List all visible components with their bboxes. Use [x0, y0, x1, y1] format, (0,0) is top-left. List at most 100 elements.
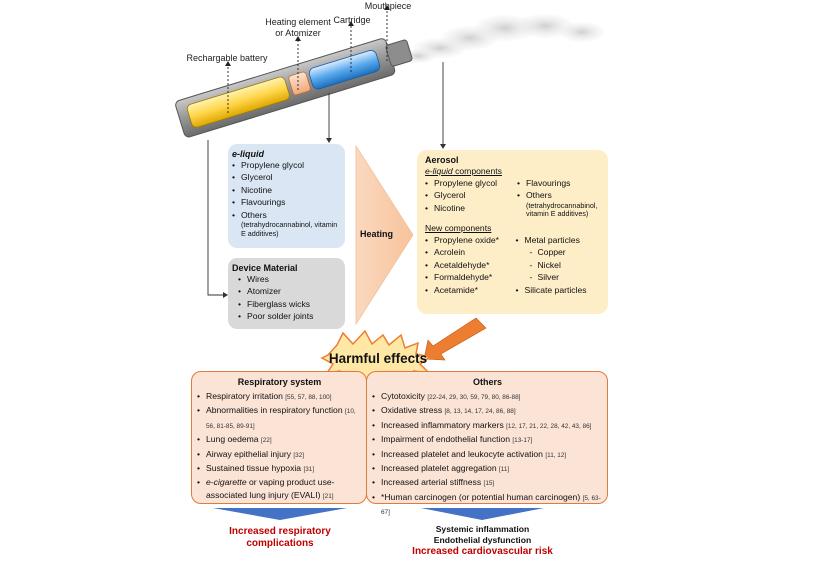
item-text: Increased arterial stiffness [381, 477, 484, 488]
list-item: Metal particles [515, 234, 602, 247]
respiratory-outcome-line1: Increased respiratory [229, 526, 331, 537]
mouthpiece-label: Mouthpiece [364, 1, 412, 11]
item-text: Cytotoxicity [381, 391, 428, 401]
list-item: e-cigarette or vaping product use-associ… [197, 476, 362, 503]
item-ref: [22] [260, 437, 272, 445]
eliquid-others-note: (tetrahydrocannabinol, vitamin E additiv… [241, 220, 338, 238]
list-item: Atomizer [238, 285, 345, 298]
list-item: Increased platelet aggregation [11] [372, 462, 603, 476]
aerosol-components-right: Flavourings Others [517, 177, 602, 202]
list-item: Acetamide* [425, 284, 515, 297]
device-body [175, 38, 413, 138]
list-item: Respiratory irritation [55, 57, 88, 100] [197, 390, 362, 404]
aerosol-metals: Metal particles Copper Nickel Silver Sil… [515, 234, 602, 296]
item-text: Lung oedema [206, 434, 261, 445]
item-ref: [13-17] [512, 437, 533, 445]
respiratory-down-arrow [213, 508, 347, 520]
respiratory-box: Respiratory system Respiratory irritatio… [191, 371, 367, 504]
list-item: Acrolein [425, 246, 515, 259]
list-item: Lung oedema [22] [197, 433, 362, 447]
cartridge-label: Cartridge [333, 15, 371, 25]
list-item: Cytotoxicity [22-24, 29, 30, 59, 79, 80,… [372, 390, 603, 404]
others-box: Others Cytotoxicity [22-24, 29, 30, 59, … [366, 371, 608, 516]
list-item: Propylene glycol [425, 177, 517, 190]
eliquid-title: e-liquid [232, 149, 264, 159]
list-item: Fiberglass wicks [238, 298, 345, 311]
systemic-inflammation-text: Systemic inflammation [435, 524, 530, 534]
list-item: Others [517, 189, 602, 202]
item-ref: [32] [293, 451, 305, 459]
item-ref: [22-24, 29, 30, 59, 79, 80, 86-88] [427, 394, 521, 401]
aerosol-box: Aerosol e-liquid components Propylene gl… [417, 150, 608, 314]
list-item: Impairment of endothelial function [13-1… [372, 433, 603, 447]
list-item: Sustained tissue hypoxia [31] [197, 462, 362, 476]
components-heading-italic: e-liquid [425, 166, 453, 176]
heating-element-label-line1: Heating element [265, 17, 331, 27]
item-text: Airway epithelial injury [206, 448, 294, 459]
endothelial-dysfunction-text: Endothelial dysfunction [433, 535, 532, 545]
list-item: Oxidative stress [8, 13, 14, 17, 24, 86,… [372, 404, 603, 418]
item-text-italic: e-cigarette [206, 477, 247, 488]
item-text: Increased platelet and leukocyte activat… [381, 448, 546, 459]
device-material-title: Device Material [232, 263, 298, 273]
item-text: Increased inflammatory markers [381, 419, 507, 430]
eliquid-list: Propylene glycol Glycerol Nicotine Flavo… [232, 159, 345, 221]
list-item: Copper [515, 246, 602, 259]
list-item: Propylene glycol [232, 159, 345, 172]
item-text: Oxidative stress [381, 405, 445, 416]
item-ref: [8, 13, 14, 17, 24, 86, 88] [444, 408, 516, 416]
list-item: Nicotine [232, 184, 345, 197]
item-ref: [55, 57, 88, 100] [285, 394, 332, 401]
respiratory-outcome: Increased respiratory complications [200, 526, 360, 550]
aerosol-to-effects-arrow [423, 317, 487, 361]
aerosol-components-left: Propylene glycol Glycerol Nicotine [425, 177, 517, 219]
list-item: Airway epithelial injury [32] [197, 448, 362, 462]
components-heading-rest: components [452, 166, 502, 176]
cardiovascular-outcome: Systemic inflammation Endothelial dysfun… [395, 524, 570, 558]
list-item: Glycerol [232, 171, 345, 184]
respiratory-list: Respiratory irritation [55, 57, 88, 100]… [197, 390, 362, 503]
battery-label: Rechargable battery [186, 53, 268, 63]
list-item: Acetaldehyde* [425, 259, 515, 272]
item-text: Respiratory irritation [206, 391, 286, 401]
item-ref: [11] [499, 466, 510, 474]
item-ref: [31] [303, 466, 315, 474]
list-item: Flavourings [517, 177, 602, 190]
list-item: Increased arterial stiffness [15] [372, 476, 603, 490]
heating-element-label: Heating element or Atomizer [248, 17, 348, 39]
aerosol-new-left: Propylene oxide* Acrolein Acetaldehyde* … [425, 234, 515, 296]
item-text: Abnormalities in respiratory function [206, 405, 345, 416]
list-item: Propylene oxide* [425, 234, 515, 247]
respiratory-title: Respiratory system [237, 377, 322, 387]
list-item: Poor solder joints [238, 310, 345, 323]
list-item: Increased inflammatory markers [12, 17, … [372, 419, 603, 433]
battery-cell [186, 76, 290, 128]
item-text: or vaping product use-associated lung in… [206, 477, 335, 500]
harmful-effects-title: Harmful effects [328, 351, 428, 366]
heating-funnel [355, 144, 414, 326]
list-item: Abnormalities in respiratory function [1… [197, 404, 362, 433]
list-item: Silver [515, 271, 602, 284]
eliquid-box: e-liquid Propylene glycol Glycerol Nicot… [228, 144, 345, 248]
list-item: Glycerol [425, 189, 517, 202]
list-item: Others [232, 209, 345, 222]
heating-label: Heating [360, 229, 394, 239]
cardiovascular-risk-text: Increased cardiovascular risk [412, 546, 553, 557]
cartridge-tank [308, 50, 381, 90]
item-text: Impairment of endothelial function [381, 434, 513, 445]
list-item: *Human carcinogen (or potential human ca… [372, 491, 603, 520]
item-text: Sustained tissue hypoxia [206, 463, 304, 474]
item-ref: [12, 17, 21, 22, 28, 42, 43, 86] [506, 422, 592, 430]
list-item: Flavourings [232, 196, 345, 209]
others-title: Others [472, 377, 502, 387]
device-material-box: Device Material Wires Atomizer Fiberglas… [228, 258, 345, 329]
aerosol-components-heading: e-liquid components [425, 165, 602, 177]
heating-element [288, 71, 311, 96]
aerosol-others-note: (tetrahydrocannabinol, vitamin E additiv… [526, 200, 598, 219]
aerosol-new-heading: New components [425, 223, 492, 233]
aerosol-title: Aerosol [425, 155, 459, 165]
item-ref: [11, 12] [545, 451, 567, 459]
list-item: Formaldehyde* [425, 271, 515, 284]
others-list: Cytotoxicity [22-24, 29, 30, 59, 79, 80,… [372, 390, 603, 520]
